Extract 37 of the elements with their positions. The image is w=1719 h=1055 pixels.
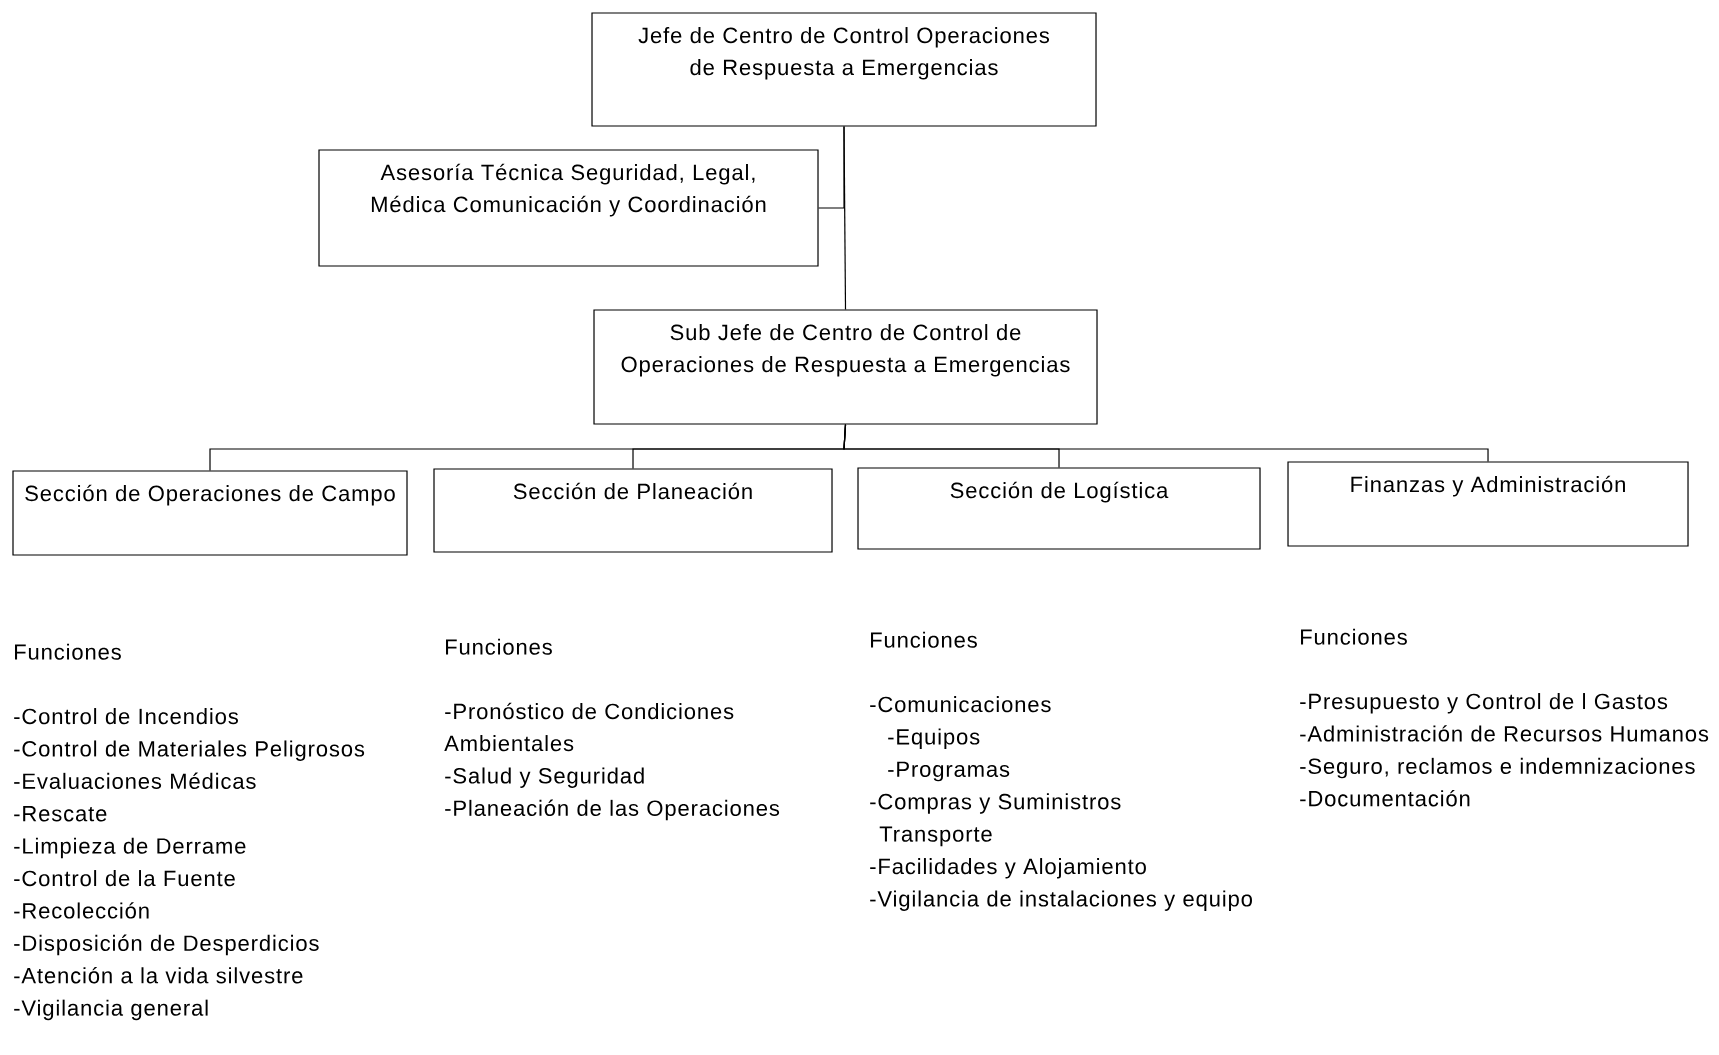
list-item: -Control de Materiales Peligrosos [14,740,365,761]
list-item: -Presupuesto y Control de l Gastos [1300,693,1668,714]
heading-text: Funciones [446,638,552,655]
list-item: -Atención a la vida silvestre [14,967,303,984]
section-box: Sección de Operaciones de Campo [12,470,408,556]
list-item: -Disposición de Desperdicios [14,934,319,956]
list-item: -Administración de Recursos Humanos [1300,725,1709,742]
list-item: -Compras y Suministros [870,793,1121,814]
section-box: Sección de Logística [857,467,1261,550]
advisory-box: Asesoría Técnica Seguridad, Legal, Médica Comunicación y Coordinación [318,149,819,267]
list-item: -Vigilancia general [14,999,208,1021]
list-item: -Programas [888,761,1010,782]
list-item: -Control de la Fuente [14,870,235,887]
list-item: -Limpieza de Derrame [14,837,246,859]
list-item: -Seguro, reclamos e indemnizaciones [1300,757,1695,779]
list-item: -Recolección [14,902,149,919]
list-item: Transporte [879,826,992,847]
list-item: -Comunicaciones [870,696,1051,713]
list-item: -Pronóstico de Condiciones Ambientales [444,702,734,752]
list-item: -Planeación de las Operaciones [445,799,780,821]
list-item: -Equipos [888,728,980,749]
heading-text: Funciones [871,631,977,648]
title-box: Sub Jefe de Centro de Control de Operaciones de Respuesta a Emergencias [593,309,1098,425]
title-box: Jefe de Centro de Control Operaciones de Respuesta a Emergencias [591,12,1097,127]
connector [818,126,845,209]
heading-text: Funciones [15,643,121,660]
connector [843,424,1489,462]
heading-text: Funciones [1301,628,1407,645]
list-item: -Documentación [1300,790,1470,807]
section-box: Sección de Planeación [433,468,833,553]
list-item: -Evaluaciones Médicas [14,772,256,789]
list-item: -Facilidades y Alojamiento [870,858,1146,879]
list-item: -Control de Incendios [14,708,238,725]
list-item: -Salud y Seguridad [445,767,644,788]
list-item: -Vigilancia de instalaciones y equipo [870,890,1252,911]
section-box: Finanzas y Administración [1287,461,1689,547]
list-item: -Rescate [14,806,107,822]
